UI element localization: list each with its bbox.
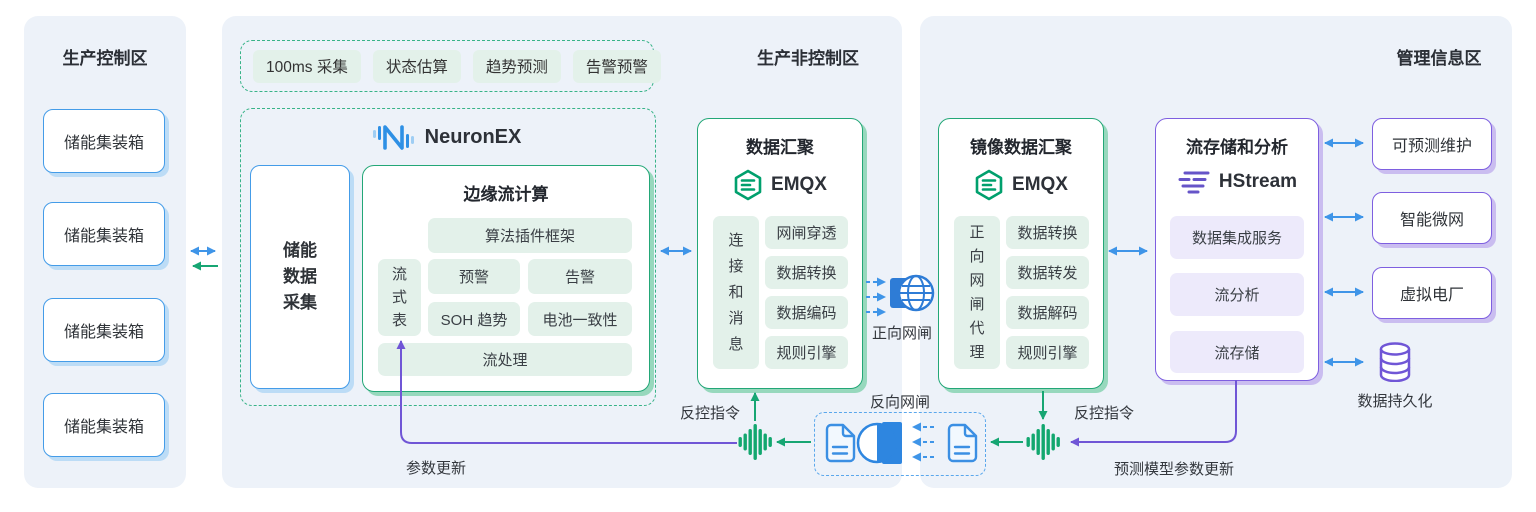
data-hub-title: 数据汇聚 (746, 138, 814, 157)
storage-container-box: 储能集装箱 (43, 202, 165, 266)
reverse-gateway-label: 反向网闸 (869, 394, 930, 411)
stream-wave-icon (1026, 423, 1060, 461)
capability-tags-group: 100ms 采集 状态估算 趋势预测 告警预警 (240, 40, 661, 92)
cell-early-warning: 预警 (428, 259, 520, 294)
storage-data-collector-box: 储能 数据 采集 (250, 165, 350, 389)
cell-battery-consistency: 电池一致性 (528, 302, 632, 336)
storage-container-box: 储能集装箱 (43, 393, 165, 457)
hstream-logo-row: HStream (1156, 169, 1318, 195)
edge-stream-title: 边缘流计算 (463, 185, 549, 204)
storage-item: 流分析 (1170, 273, 1304, 316)
forward-gateway-proxy-box: 正 向 网 闸 代 理 (954, 216, 1000, 369)
emqx-logo-row: EMQX (939, 169, 1103, 201)
zone-title-management-info: 管理信息区 (1396, 49, 1482, 68)
neuronex-logo-row: NeuronEX (240, 122, 654, 152)
stream-wave-icon (738, 423, 772, 461)
storage-item: 数据集成服务 (1170, 216, 1304, 259)
gate-icon (856, 421, 904, 465)
stream-processing: 流处理 (378, 343, 632, 376)
hub-item: 数据转换 (765, 256, 848, 289)
capability-tag: 告警预警 (572, 49, 661, 83)
cell-soh-trend: SOH 趋势 (428, 302, 520, 336)
capability-tag: 100ms 采集 (253, 49, 361, 83)
hstream-logo-icon (1177, 169, 1211, 195)
emqx-logo-text: EMQX (1012, 174, 1068, 195)
reverse-command-left-label: 反控指令 (679, 405, 740, 422)
stream-storage-box: 流存储和分析 HStream 数据集成服务 流分析 流存储 (1155, 118, 1319, 381)
app-box-smart-microgrid: 智能微网 (1372, 192, 1492, 244)
zone-title-production-control: 生产控制区 (62, 49, 148, 68)
forward-gateway-icon (888, 268, 936, 316)
storage-container-box: 储能集装箱 (43, 109, 165, 173)
reverse-gateway-box (814, 412, 986, 476)
mirror-hub-box: 镜像数据汇聚 EMQX 正 向 网 闸 代 理 数据转换 数据转发 数据解码 规… (938, 118, 1104, 389)
neuronex-logo-text: NeuronEX (424, 125, 522, 148)
model-param-update-label: 预测模型参数更新 (1113, 461, 1234, 478)
storage-item: 流存储 (1170, 331, 1304, 373)
mirror-hub-item: 数据转发 (1006, 256, 1089, 289)
param-update-label: 参数更新 (405, 460, 466, 477)
capability-tag: 趋势预测 (472, 49, 561, 83)
data-hub-box: 数据汇聚 EMQX 连 接 和 消 息 网闸穿透 数据转换 数据编码 规则引擎 (697, 118, 863, 389)
stream-storage-title: 流存储和分析 (1186, 138, 1288, 157)
forward-gateway-label: 正向网闸 (871, 325, 932, 342)
storage-container-box: 储能集装箱 (43, 298, 165, 362)
emqx-logo-text: EMQX (771, 174, 827, 195)
hub-item: 规则引擎 (765, 336, 848, 369)
mirror-hub-item: 数据解码 (1006, 296, 1089, 329)
mirror-hub-item: 规则引擎 (1006, 336, 1089, 369)
document-icon (824, 423, 856, 463)
capability-tag: 状态估算 (372, 49, 461, 83)
hub-item: 网闸穿透 (765, 216, 848, 249)
database-icon (1378, 342, 1412, 382)
hub-item: 数据编码 (765, 296, 848, 329)
cell-alarm: 告警 (528, 259, 632, 294)
zone-title-production-noncontrol: 生产非控制区 (757, 49, 859, 68)
neuronex-logo-icon (372, 123, 417, 151)
reverse-command-right-label: 反控指令 (1073, 405, 1134, 422)
persistence-label: 数据持久化 (1357, 393, 1433, 410)
connection-message-box: 连 接 和 消 息 (713, 216, 759, 369)
algorithm-plugin-framework: 算法插件框架 (428, 218, 632, 253)
app-box-virtual-power-plant: 虚拟电厂 (1372, 267, 1492, 319)
document-icon (946, 423, 978, 463)
stream-table: 流 式 表 (378, 259, 421, 336)
mirror-hub-title: 镜像数据汇聚 (970, 138, 1072, 157)
emqx-logo-icon (733, 169, 763, 201)
emqx-logo-icon (974, 169, 1004, 201)
edge-stream-box: 边缘流计算 算法插件框架 流 式 表 预警 告警 SOH 趋势 电池一致性 流处… (362, 165, 650, 392)
mirror-hub-item: 数据转换 (1006, 216, 1089, 249)
app-box-predictive-maintenance: 可预测维护 (1372, 118, 1492, 170)
hstream-logo-text: HStream (1218, 171, 1298, 192)
emqx-logo-row: EMQX (698, 169, 862, 201)
